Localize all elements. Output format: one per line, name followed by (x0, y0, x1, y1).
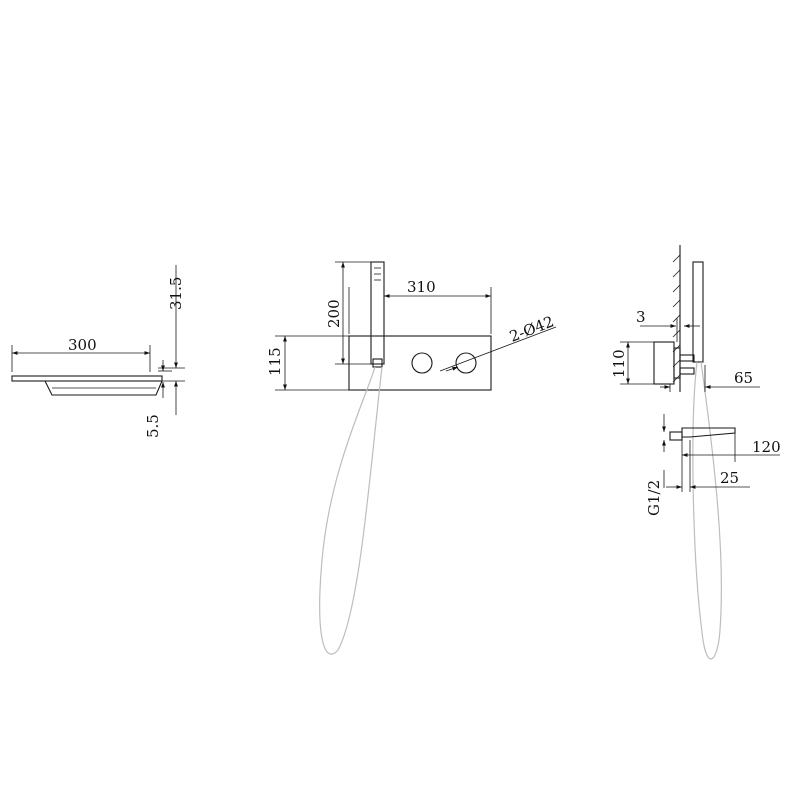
valve-body-side (653, 341, 675, 385)
shelf-plate (11, 375, 163, 382)
dim-side-plate-height: 110 (610, 349, 628, 378)
knob-leader (439, 326, 557, 372)
dim-shelf-thickness: 5.5 (144, 414, 162, 438)
dim-shelf-width: 300 (68, 336, 97, 354)
spout-blade (681, 427, 736, 438)
dim-shelf-height: 31.5 (167, 277, 185, 310)
valve-plate (348, 335, 492, 391)
dim-front-width: 310 (407, 278, 436, 296)
dim-wall-gap: 3 (636, 308, 646, 326)
hand-shower (370, 261, 385, 365)
wall-hatch (672, 254, 681, 383)
dim-front-height: 200 (325, 299, 343, 328)
dim-spout-length: 120 (752, 438, 781, 456)
side-view: 3 110 65 120 25 G1/2 (610, 245, 781, 660)
shelf-lip (44, 380, 163, 396)
shower-hose (319, 366, 383, 655)
spout-body (669, 431, 683, 441)
hose-connector (372, 358, 383, 368)
knob-left (411, 352, 433, 374)
dim-thread: G1/2 (645, 480, 663, 516)
front-view: 310 200 115 2-Ø42 (266, 261, 557, 655)
dim-outlet-offset: 25 (720, 469, 739, 487)
dim-plate-height: 115 (266, 347, 284, 376)
knob-right (455, 352, 477, 374)
dim-depth: 65 (734, 369, 753, 387)
hand-shower-side (692, 261, 704, 363)
shelf-view: 300 31.5 5.5 (11, 265, 185, 438)
dim-knob-diameter: 2-Ø42 (507, 312, 556, 345)
shower-hose-side (692, 361, 722, 660)
